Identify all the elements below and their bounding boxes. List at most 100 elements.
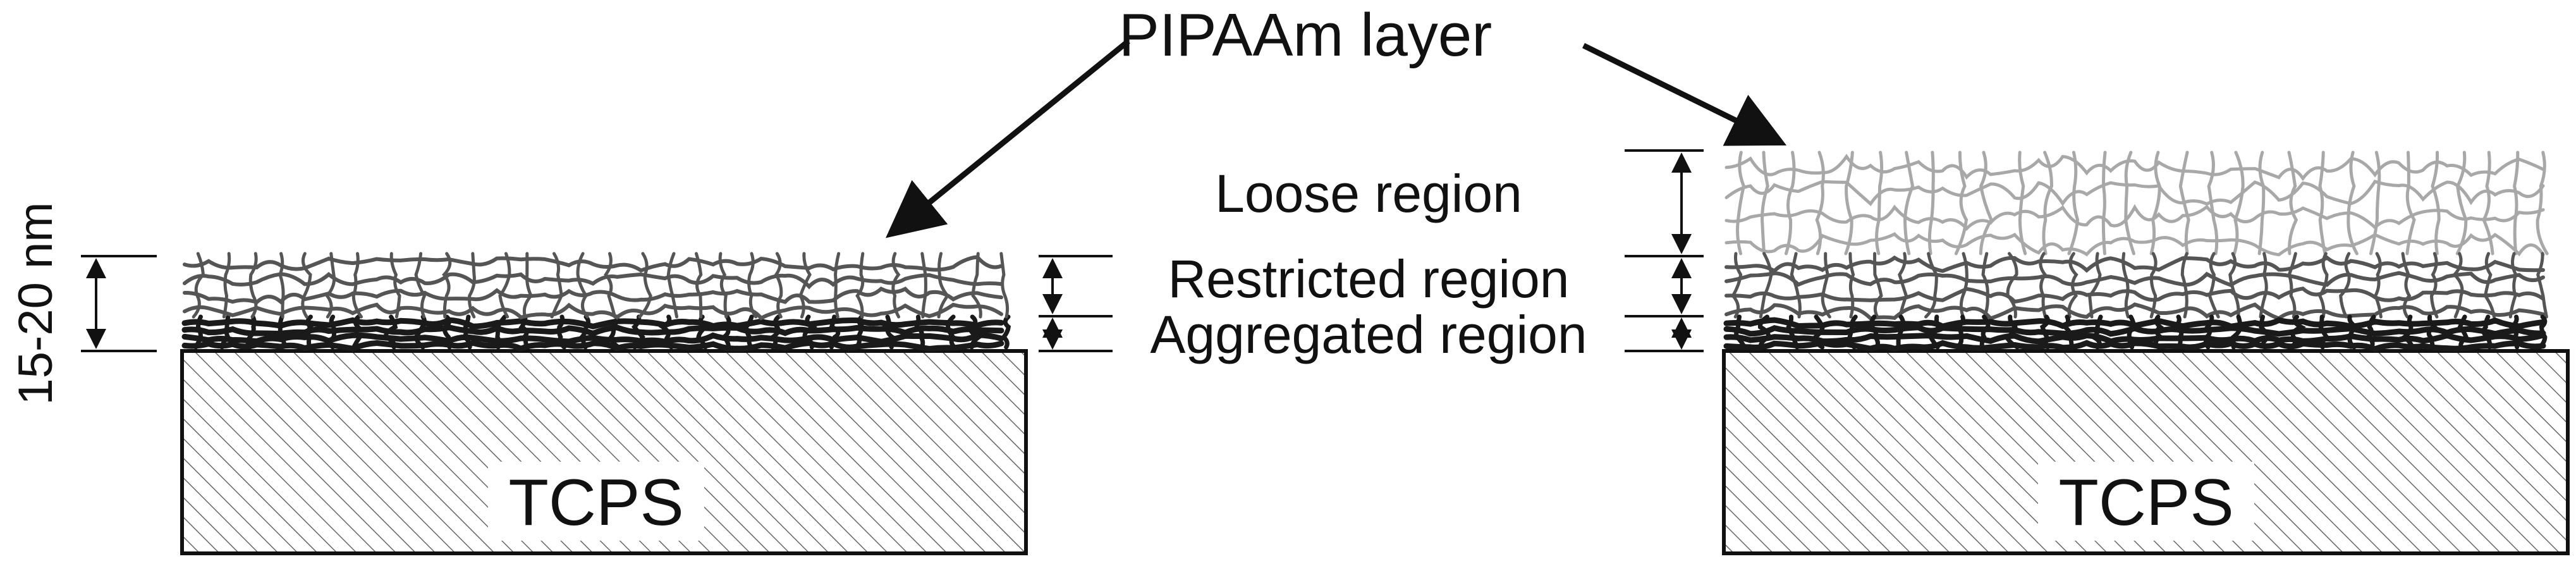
loose-chain: [2207, 151, 2219, 255]
loose-chain: [1815, 151, 1825, 255]
restricted-chain: [718, 252, 728, 319]
restricted-chain: [1924, 252, 1938, 319]
restricted-chain: [1848, 252, 1855, 319]
thickness-label: 15-20 nm: [9, 202, 63, 405]
aggregated-chain: [1896, 314, 1906, 350]
restricted-chain: [389, 252, 401, 319]
restricted-chain: [971, 252, 982, 319]
aggregated-chain: [442, 314, 452, 350]
aggregated-chain: [696, 314, 710, 350]
restricted-chain: [351, 252, 363, 319]
restricted-chain: [2180, 252, 2188, 319]
restricted-chain: [2067, 252, 2079, 319]
diagram-title: PIPAAm layer: [1119, 1, 1492, 69]
restricted-chain: [2207, 252, 2220, 319]
aggregated-strand: [181, 317, 1004, 329]
left-substrate-label: TCPS: [508, 466, 683, 539]
restricted-chain: [1959, 252, 1969, 319]
restricted-chain: [2452, 252, 2464, 319]
aggregated-chain: [2289, 314, 2307, 350]
restricted-strand: [1724, 302, 2545, 321]
restricted-chain: [999, 252, 1010, 319]
loose-chain: [2101, 151, 2107, 255]
restricted-chain: [747, 252, 758, 319]
aggregated-chain: [802, 314, 818, 350]
aggregated-chain: [518, 314, 529, 350]
restricted-chain: [498, 252, 511, 319]
loose-chain: [2455, 151, 2468, 255]
restricted-chain: [855, 252, 865, 319]
loose-chain: [2536, 151, 2549, 255]
aggregated-chain: [1927, 314, 1942, 350]
restricted-chain: [2287, 252, 2297, 319]
aggregated-chain: [2039, 314, 2050, 350]
restricted-chain: [1790, 252, 1802, 319]
restricted-chain: [1981, 252, 1989, 319]
loose-chain: [2347, 151, 2359, 255]
aggregated-chain: [305, 314, 314, 350]
restricted-strand: [183, 255, 1003, 273]
aggregated-chain: [2481, 314, 2493, 350]
aggregated-chain: [495, 314, 507, 350]
right-dimension: [1625, 149, 1704, 352]
loose-chain: [1736, 151, 1746, 255]
loose-chain: [2287, 151, 2298, 255]
aggregated-chain: [829, 314, 841, 350]
aggregated-chain: [2259, 314, 2274, 350]
loose-chain: [1927, 151, 1935, 255]
aggregated-chain: [556, 314, 567, 350]
restricted-strand: [183, 302, 1003, 321]
loose-strand: [1724, 180, 2545, 207]
restricted-chain: [414, 252, 427, 319]
aggregated-chain: [1734, 314, 1747, 350]
aggregated-chain: [413, 314, 427, 350]
restricted-chain: [2401, 252, 2412, 319]
aggregated-chain: [631, 314, 645, 350]
restricted-chain: [694, 252, 703, 319]
restricted-chain: [666, 252, 679, 319]
restricted-chain: [2121, 252, 2130, 319]
aggregated-chain: [351, 314, 363, 350]
restricted-chain: [301, 252, 312, 319]
aggregated-chain: [2426, 314, 2439, 350]
loose-chain: [1875, 151, 1884, 255]
restricted-chain: [1821, 252, 1831, 319]
aggregated-chain: [1979, 314, 1991, 350]
restricted-chain: [192, 252, 205, 319]
restricted-chain: [604, 252, 617, 319]
aggregated-region-label: Aggregated region: [1150, 305, 1587, 364]
loose-chain: [2042, 151, 2053, 255]
restricted-chain: [2088, 252, 2102, 319]
aggregated-chain: [2537, 314, 2548, 350]
restricted-chain: [2536, 252, 2548, 319]
restricted-chain: [891, 252, 901, 319]
restricted-chain: [2006, 252, 2018, 319]
loose-chain: [2124, 151, 2135, 255]
loose-strand: [1724, 154, 2545, 181]
loose-chain: [2233, 151, 2245, 255]
aggregated-chain: [885, 314, 896, 350]
loose-chain: [2067, 151, 2080, 255]
aggregated-chain: [2508, 314, 2520, 350]
aggregated-chain: [913, 314, 925, 350]
aggregated-chain: [2347, 314, 2360, 350]
restricted-chain: [278, 252, 285, 319]
loose-region-label: Loose region: [1215, 164, 1522, 223]
loose-chain: [2513, 151, 2520, 255]
aggregated-chain: [2061, 314, 2074, 350]
restricted-chain: [834, 252, 841, 319]
aggregated-chain: [328, 314, 337, 350]
loose-chain: [1954, 151, 1969, 255]
middle-dimension: [1039, 255, 1113, 352]
left-substrate: TCPS: [180, 349, 1028, 555]
aggregated-chain: [2127, 314, 2137, 350]
aggregated-chain: [609, 314, 621, 350]
loose-strand: [1724, 232, 2545, 257]
restricted-chain: [2374, 252, 2383, 319]
aggregated-chain: [2400, 314, 2415, 350]
loose-chain: [2178, 151, 2190, 255]
restricted-strand: [183, 286, 1003, 305]
aggregated-chain: [2204, 314, 2214, 350]
left-pipaam-layer: [181, 252, 1011, 352]
